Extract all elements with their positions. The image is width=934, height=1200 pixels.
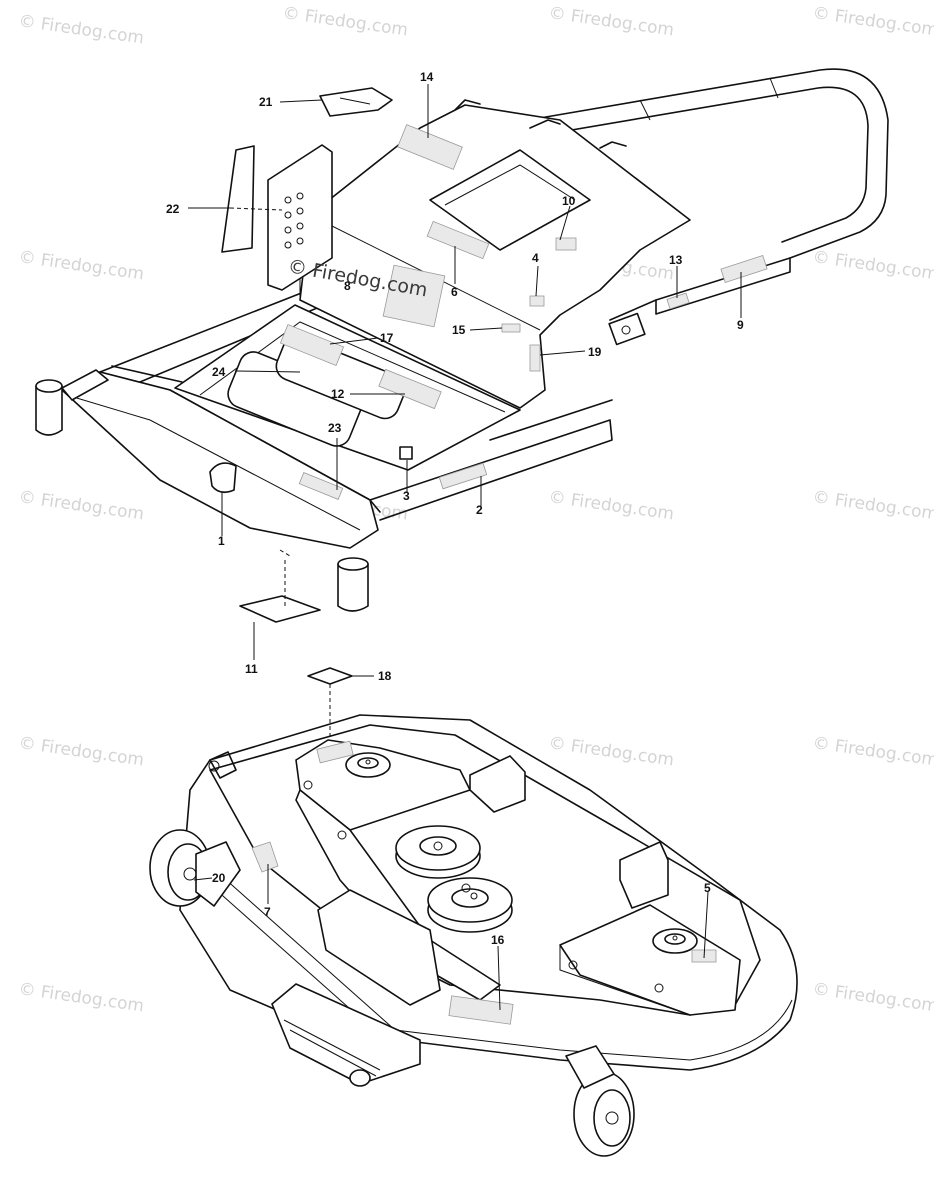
decal-18 — [307, 667, 353, 685]
decal-19 — [529, 344, 541, 372]
watermark: © Firedog.com — [17, 11, 145, 48]
right-caster-tube — [337, 563, 369, 612]
watermark: © Firedog.com — [811, 979, 934, 1016]
decal-13 — [666, 292, 690, 310]
decal-2 — [438, 462, 488, 490]
callout-3: 3 — [403, 489, 410, 503]
mower-deck-assembly — [149, 667, 798, 1157]
callout-10: 10 — [562, 194, 576, 208]
rear-handle-tube — [539, 68, 889, 259]
side-plate — [267, 144, 333, 291]
rear-roller — [271, 983, 421, 1087]
seat-platform — [429, 149, 591, 251]
callout-labels: 1 2 3 4 5 6 7 8 9 10 11 12 13 14 15 16 1… — [166, 70, 744, 947]
decal-10 — [555, 237, 577, 251]
spindle-pulley-left — [345, 752, 391, 778]
frame-assembly — [35, 68, 889, 612]
wheel-bracket-left — [195, 841, 241, 907]
callout-13: 13 — [669, 253, 683, 267]
spindle-pulley-right — [652, 928, 698, 954]
decal-11 — [239, 595, 321, 623]
decal-17 — [279, 323, 345, 367]
callout-12: 12 — [331, 387, 345, 401]
callout-19: 19 — [588, 345, 602, 359]
decal-7 — [251, 841, 279, 873]
watermark: © Firedog.com — [811, 733, 934, 770]
watermark: © Firedog.com — [811, 487, 934, 524]
watermark: © Firedog.com — [17, 487, 145, 524]
watermark: © Firedog.com — [17, 979, 145, 1016]
left-caster-tube — [35, 385, 63, 436]
decal-12 — [378, 368, 442, 410]
callout-15: 15 — [452, 323, 466, 337]
discharge-bracket — [317, 889, 441, 1006]
floor-mat-upper — [275, 335, 407, 420]
callout-23: 23 — [328, 421, 342, 435]
rear-handle-tube-inner — [559, 86, 869, 243]
decal-21 — [319, 87, 393, 117]
callout-1: 1 — [218, 534, 225, 548]
watermark: © Firedog.com — [547, 733, 675, 770]
drive-pulley-lower — [427, 877, 513, 933]
callout-2: 2 — [476, 503, 483, 517]
callout-9: 9 — [737, 318, 744, 332]
callout-22: 22 — [166, 202, 180, 216]
watermark: © Firedog.com — [17, 733, 145, 770]
watermark: © Firedog.com — [547, 3, 675, 40]
decal-22 — [221, 145, 255, 253]
hood-emblem — [209, 462, 237, 494]
callout-24: 24 — [212, 365, 226, 379]
watermark: © Firedog.com — [811, 247, 934, 284]
watermark: © Firedog.com — [281, 3, 409, 40]
drive-pulley-upper — [395, 825, 481, 879]
decal-18-deck — [316, 740, 354, 764]
watermark: © Firedog.com — [547, 487, 675, 524]
decal-8 — [382, 264, 446, 328]
callout-5: 5 — [704, 881, 711, 895]
callout-11: 11 — [245, 662, 258, 676]
decal-9 — [720, 255, 768, 283]
callout-20: 20 — [212, 871, 226, 885]
deck-bracket-far-right — [619, 841, 669, 909]
leader-lines — [188, 84, 742, 1011]
decal-14 — [397, 124, 463, 170]
decal-23 — [298, 472, 344, 500]
lower-frame-rail — [369, 419, 613, 521]
callout-4: 4 — [532, 251, 539, 265]
callout-7: 7 — [264, 905, 271, 919]
frame-decals — [221, 87, 768, 623]
seat-body-shroud — [299, 104, 691, 409]
pivot-bracket — [608, 312, 646, 346]
decal-16 — [448, 995, 514, 1025]
callout-16: 16 — [491, 933, 505, 947]
decal-4 — [529, 295, 545, 307]
decal-15 — [501, 323, 521, 333]
front-bumper-plate — [61, 371, 379, 549]
belt-shield-right — [559, 904, 741, 1016]
watermark: © Firedog.com — [811, 3, 934, 40]
callout-18: 18 — [378, 669, 392, 683]
callout-6: 6 — [451, 285, 458, 299]
gauge-wheel-rear-right — [573, 1071, 635, 1157]
callout-21: 21 — [259, 95, 273, 109]
callout-17: 17 — [380, 331, 394, 345]
decal-3 — [399, 446, 413, 460]
callout-14: 14 — [420, 70, 434, 84]
watermark: © Firedog.com — [17, 247, 145, 284]
callout-8: 8 — [344, 279, 351, 293]
deck-bracket-right — [469, 755, 526, 813]
